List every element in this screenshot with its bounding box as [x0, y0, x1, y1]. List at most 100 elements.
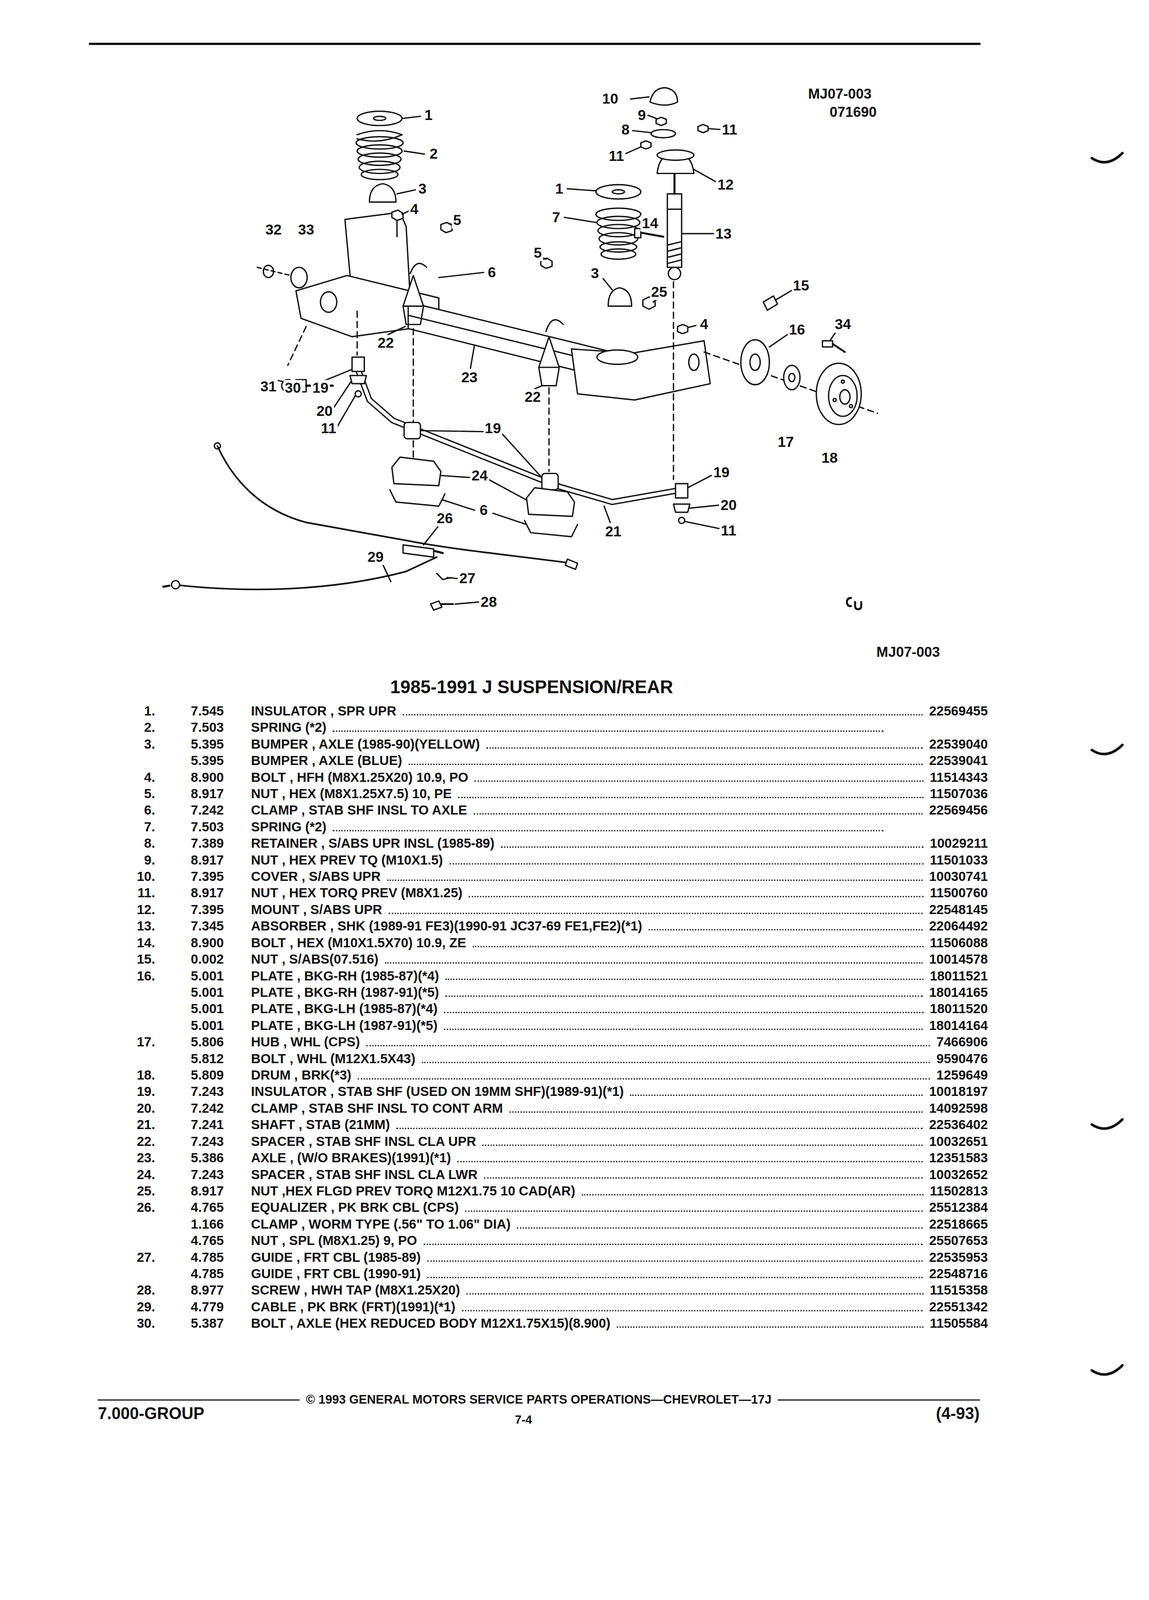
part-description: BOLT , HFH (M8X1.25X20) 10.9, PO — [250, 770, 469, 785]
group-code: 7.389 — [190, 836, 225, 851]
callout-number: 2 — [428, 145, 440, 162]
part-number: 22551342 — [929, 1299, 988, 1315]
dot-leader — [402, 714, 923, 716]
part-number: 10032651 — [929, 1134, 988, 1149]
part-description: HUB , WHL (CPS) — [250, 1034, 360, 1050]
figure-code: MJ07-003 — [874, 644, 942, 660]
group-code: 7.503 — [190, 720, 225, 735]
part-number: 11514343 — [929, 770, 988, 785]
part-description: BOLT , HEX (M10X1.5X70) 10.9, ZE — [250, 935, 466, 951]
group-code: 8.917 — [190, 853, 225, 868]
group-code: 5.387 — [190, 1316, 225, 1331]
part-description: SCREW , HWH TAP (M8X1.25X20) — [250, 1283, 460, 1298]
part-number: 11502813 — [929, 1183, 988, 1199]
part-number: 11506088 — [929, 935, 988, 951]
dot-leader — [516, 1227, 923, 1229]
callout-number: 28 — [479, 594, 499, 610]
dot-leader — [473, 813, 924, 815]
callout-number: 11 — [319, 420, 338, 437]
dot-leader — [384, 962, 924, 964]
group-code: 4.765 — [190, 1233, 225, 1249]
figure-code: MJ07-003 — [806, 86, 874, 102]
item-number: 3. — [144, 737, 155, 752]
dot-leader — [427, 1276, 924, 1279]
callout-number: 7 — [550, 209, 562, 226]
item-number: 18. — [136, 1068, 155, 1083]
dot-leader — [458, 796, 924, 799]
dot-leader — [449, 863, 924, 865]
group-code: 8.900 — [190, 935, 225, 951]
dot-leader — [388, 912, 924, 915]
group-code: 8.917 — [190, 786, 225, 802]
part-number: 22535953 — [929, 1250, 988, 1265]
part-description: BUMPER , AXLE (BLUE) — [250, 753, 402, 769]
part-description: INSULATOR , SPR UPR — [250, 704, 397, 719]
group-code: 4.785 — [190, 1250, 225, 1265]
part-number: 18011521 — [929, 969, 988, 984]
callout-number: 5 — [532, 244, 544, 261]
callout-number: 21 — [604, 523, 624, 540]
dot-leader — [468, 895, 924, 898]
dot-leader — [486, 747, 924, 749]
part-description: BOLT , WHL (M12X1.5X43) — [250, 1051, 416, 1067]
group-code: 7.000-GROUP — [98, 1404, 205, 1423]
callout-number: 1 — [423, 107, 435, 124]
group-code: 5.001 — [190, 985, 225, 1000]
group-code: 7.395 — [190, 869, 225, 885]
group-code: 7.395 — [190, 902, 225, 918]
group-code: 5.001 — [190, 969, 225, 984]
callout-number: 23 — [459, 369, 480, 386]
group-code: 5.001 — [190, 1018, 225, 1034]
part-description: CLAMP , STAB SHF INSL TO AXLE — [250, 803, 467, 818]
dot-leader — [445, 995, 923, 997]
figure-code: 071690 — [828, 104, 878, 120]
dot-leader — [332, 730, 884, 732]
callout-number: 29 — [365, 549, 385, 565]
group-code: 5.395 — [190, 753, 225, 769]
callout-number: 3 — [589, 265, 601, 282]
dot-leader — [466, 1293, 924, 1295]
part-description: BOLT , AXLE (HEX REDUCED BODY M12X1.75X1… — [250, 1316, 611, 1331]
item-number: 21. — [136, 1117, 155, 1133]
dot-leader — [387, 879, 924, 881]
part-number: 7466906 — [936, 1034, 988, 1050]
callout-number: 30 — [283, 379, 303, 396]
item-number: 22. — [136, 1134, 155, 1149]
callout-number: 11 — [607, 148, 626, 165]
group-code: 7.243 — [190, 1084, 225, 1100]
group-code: 4.779 — [190, 1299, 225, 1315]
dot-leader — [457, 1160, 923, 1163]
callout-number: 4 — [698, 316, 710, 333]
dot-leader — [421, 1061, 931, 1064]
dot-leader — [464, 1210, 923, 1212]
item-number: 28. — [136, 1283, 155, 1298]
group-code: 0.002 — [190, 952, 225, 967]
part-description: PLATE , BKG-LH (1985-87)(*4) — [250, 1001, 438, 1017]
group-code: 5.812 — [190, 1051, 225, 1067]
part-number: 10032652 — [929, 1167, 988, 1183]
part-description: SPRING (*2) — [250, 819, 327, 835]
part-number: 22064492 — [929, 919, 988, 934]
dot-leader — [474, 780, 924, 782]
part-number: 22539041 — [929, 753, 988, 769]
item-number: 23. — [136, 1150, 155, 1166]
part-description: SPRING (*2) — [250, 720, 327, 735]
dot-leader — [581, 1193, 924, 1196]
item-number: 25. — [136, 1183, 155, 1199]
group-code: 5.809 — [190, 1068, 225, 1083]
part-number: 11500760 — [929, 885, 988, 901]
part-description: ABSORBER , SHK (1989-91 FE3)(1990-91 JC3… — [250, 919, 643, 934]
dot-leader — [482, 1144, 923, 1146]
revision-date: (4-93) — [935, 1404, 980, 1423]
part-number: 18014165 — [929, 985, 988, 1000]
copyright-line: © 1993 GENERAL MOTORS SERVICE PARTS OPER… — [299, 1393, 778, 1407]
part-description: NUT , HEX TORQ PREV (M8X1.25) — [250, 885, 463, 901]
group-code: 7.545 — [190, 704, 225, 719]
dot-leader — [445, 978, 924, 980]
group-code: 7.243 — [190, 1167, 225, 1183]
dot-leader — [427, 1260, 924, 1262]
group-code: 8.917 — [190, 885, 225, 901]
part-description: NUT , HEX (M8X1.25X7.5) 10, PE — [250, 786, 452, 802]
callout-number: 19 — [310, 379, 330, 396]
group-code: 5.806 — [190, 1034, 225, 1050]
